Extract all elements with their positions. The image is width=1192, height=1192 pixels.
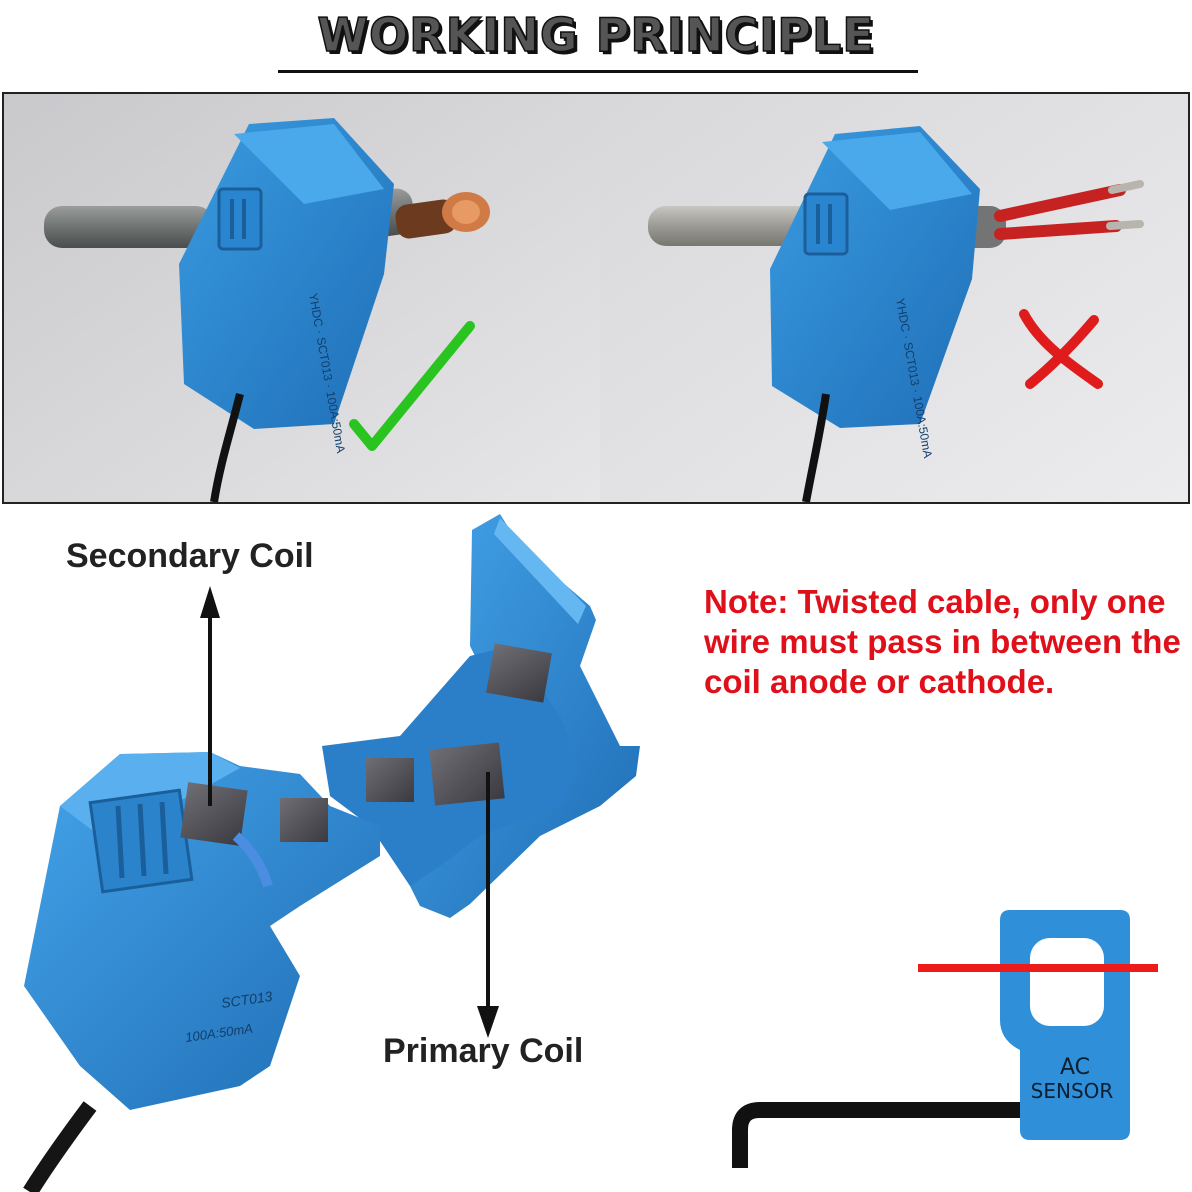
photo-incorrect-usage: YHDC · SCT013 · 100A:50mA [600, 94, 1188, 502]
ac-sensor-label-line1: AC [1060, 1055, 1090, 1080]
open-sensor-illustration: SCT013 100A:50mA [0, 506, 700, 1192]
ac-sensor-icon: AC SENSOR [700, 890, 1192, 1190]
sensor-model-text: SCT013 [220, 988, 273, 1011]
primary-coil-label: Primary Coil [383, 1032, 584, 1070]
comparison-photos: YHDC · SCT013 · 100A:50mA [2, 92, 1190, 504]
ac-sensor-label-line2: SENSOR [1031, 1079, 1114, 1103]
page-title: WORKING PRINCIPLE [317, 7, 875, 63]
title-underline [278, 70, 918, 73]
note-text: Note: Twisted cable, only one wire must … [704, 583, 1181, 700]
photo-correct-usage: YHDC · SCT013 · 100A:50mA [4, 94, 600, 502]
secondary-coil-label: Secondary Coil [66, 537, 314, 575]
